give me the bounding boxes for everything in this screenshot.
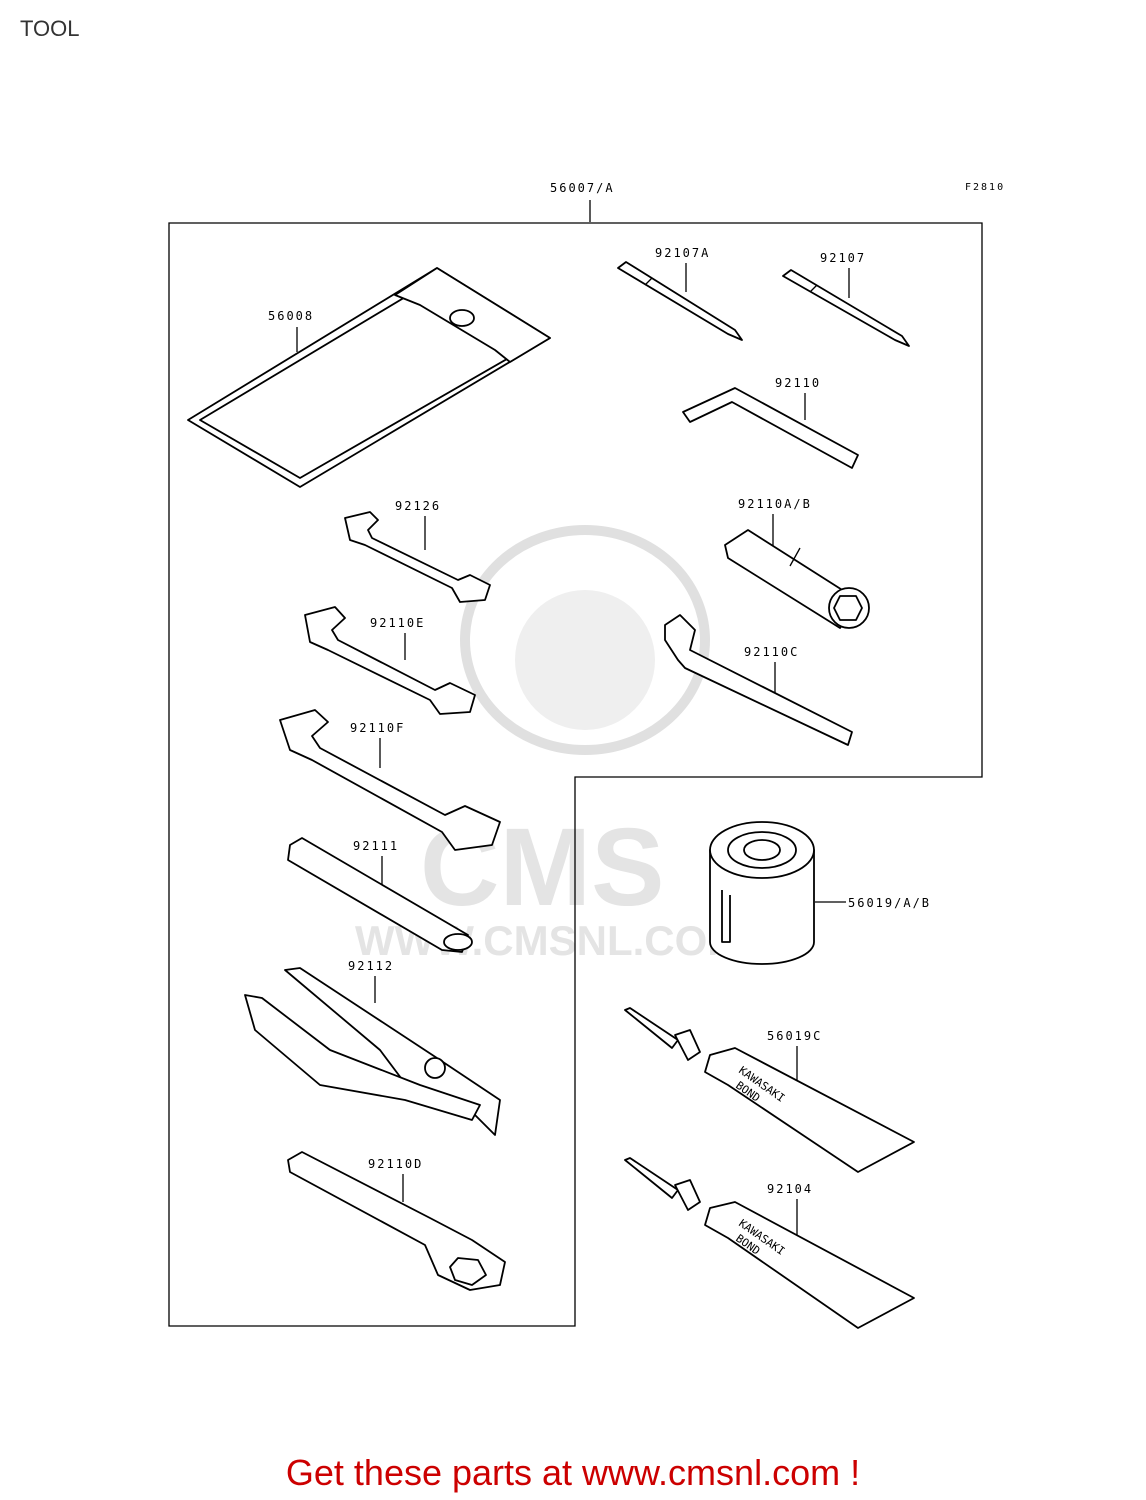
tool-pouch-icon [187, 267, 551, 488]
figure-code: F2810 [965, 182, 1005, 193]
box-wrench-icon [287, 1151, 506, 1291]
part-label-56019AB: 56019/A/B [848, 896, 931, 910]
bond-tube-icon: KAWASAKI BOND [624, 1007, 915, 1173]
hook-spanner-icon [664, 614, 853, 746]
part-92126[interactable]: 92126 [344, 499, 491, 603]
part-label-92110F: 92110F [350, 721, 405, 735]
part-label-92104: 92104 [767, 1182, 813, 1196]
part-92111[interactable]: 92111 [287, 837, 473, 953]
part-label-92107: 92107 [820, 251, 866, 265]
wrench-icon [344, 511, 491, 603]
part-92110E[interactable]: 92110E [304, 606, 476, 715]
part-label-92110C: 92110C [744, 645, 799, 659]
assembly-label: 56007/A [550, 181, 615, 195]
part-92107A[interactable]: 92107A [617, 246, 743, 341]
bond-tube-icon: KAWASAKI BOND [624, 1157, 915, 1329]
part-label-56008: 56008 [268, 309, 314, 323]
screwdriver-bit-icon [782, 269, 910, 347]
spark-plug-socket-icon [724, 529, 870, 629]
part-92107[interactable]: 92107 [782, 251, 910, 347]
part-92110C[interactable]: 92110C [664, 614, 853, 746]
part-56019C[interactable]: 56019C KAWASAKI BOND [624, 1007, 915, 1173]
part-label-92110E: 92110E [370, 616, 425, 630]
part-56019AB[interactable]: 56019/A/B [709, 821, 931, 965]
part-92110F[interactable]: 92110F [279, 709, 501, 851]
screwdriver-bit-icon [617, 261, 743, 341]
part-label-92110D: 92110D [368, 1157, 423, 1171]
footer-link-text[interactable]: Get these parts at www.cmsnl.com ! [285, 1452, 861, 1493]
part-label-92111: 92111 [353, 839, 399, 853]
wrench-icon [304, 606, 476, 715]
part-92110AB[interactable]: 92110A/B [724, 497, 870, 629]
wrench-icon [279, 709, 501, 851]
part-92110D[interactable]: 92110D [287, 1151, 506, 1291]
part-label-92107A: 92107A [655, 246, 710, 260]
part-56008[interactable]: 56008 [187, 267, 551, 488]
assembly-frame [168, 222, 983, 1327]
pliers-icon [244, 967, 501, 1136]
part-label-92110AB: 92110A/B [738, 497, 812, 511]
part-label-92112: 92112 [348, 959, 394, 973]
part-label-92110: 92110 [775, 376, 821, 390]
watermark: CMS WWW.CMSNL.COM [355, 525, 742, 964]
hex-key-icon [682, 387, 859, 469]
page-title: TOOL [20, 16, 80, 41]
part-92110[interactable]: 92110 [682, 376, 859, 469]
part-label-92126: 92126 [395, 499, 441, 513]
part-92104[interactable]: 92104 KAWASAKI BOND [624, 1157, 915, 1329]
parts-diagram: CMS WWW.CMSNL.COM F2810 56007/A 56008 92… [168, 181, 1005, 1329]
tape-roll-icon [709, 821, 815, 965]
handle-bar-icon [287, 837, 473, 953]
part-label-56019C: 56019C [767, 1029, 822, 1043]
part-92112[interactable]: 92112 [244, 959, 501, 1136]
